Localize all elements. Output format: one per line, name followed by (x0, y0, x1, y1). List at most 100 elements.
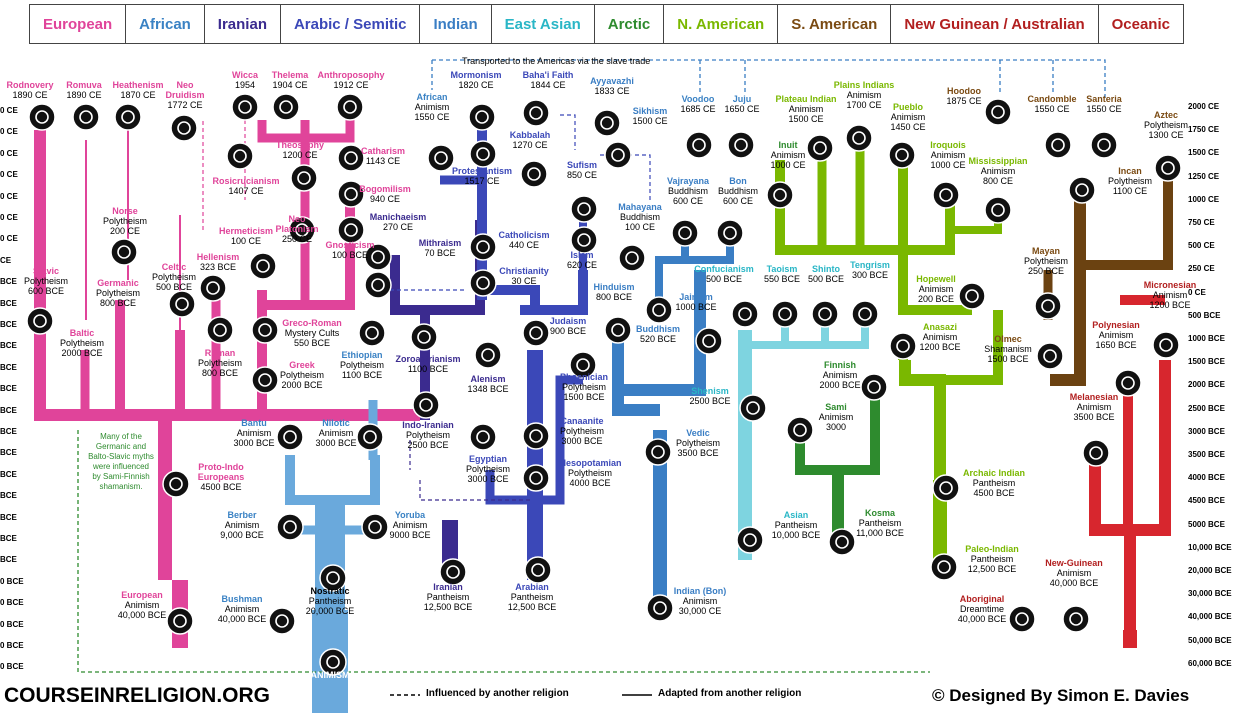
side-note: Many of the Germanic and Balto-Slavic my… (88, 432, 154, 491)
religion-detail: Polytheism 4000 BCE (567, 468, 612, 488)
religion-detail: 300 BCE (851, 270, 889, 280)
religion-name: African (416, 92, 448, 102)
symbol-mark (371, 278, 385, 292)
axis-tick-right: 500 CE (1188, 241, 1215, 251)
religion-detail: 1000 BCE (675, 302, 717, 312)
religion-symbol-icon (604, 316, 632, 344)
key-solid-label: Adapted from another religion (658, 688, 802, 699)
symbol-mark (813, 141, 827, 155)
religion-name: Theosophy (275, 140, 324, 150)
religion-symbol-icon (427, 144, 455, 172)
religion-symbol-icon (522, 422, 550, 450)
religion-detail: Animism 3000 BCE (315, 428, 357, 448)
axis-tick-left: BCE (0, 384, 17, 394)
religion-name: Aboriginal (959, 594, 1005, 604)
religion-name: Bogomilism (359, 184, 411, 194)
symbol-mark (1159, 338, 1173, 352)
religion-name: Baha'i Faith (522, 70, 574, 80)
religion-detail: Animism 1650 BCE (1095, 330, 1137, 350)
symbol-mark (476, 147, 490, 161)
solid-key-line (622, 694, 652, 696)
symbol-mark (283, 430, 297, 444)
religion-name: Candomble (1027, 94, 1077, 104)
legend-item: Indian (420, 5, 492, 43)
religion-name: Protestantism (451, 166, 513, 176)
religion-name: Shenism (691, 386, 729, 396)
religion-symbol-icon (469, 233, 497, 261)
symbol-mark (33, 314, 47, 328)
religion-symbol-icon (251, 366, 279, 394)
religion-detail: 1833 CE (594, 86, 630, 96)
religion-symbol-icon (356, 423, 384, 451)
axis-tick-left: BCE (0, 469, 17, 479)
symbol-mark (419, 398, 433, 412)
symbol-mark (1097, 138, 1111, 152)
religion-name: Catholicism (498, 230, 550, 240)
religion-name: Juju (732, 94, 752, 104)
religion-name: Vajrayana (666, 176, 710, 186)
religion-detail: Polytheism 2000 BCE (59, 338, 104, 358)
symbol-mark (991, 105, 1005, 119)
axis-tick-left: BCE (0, 427, 17, 436)
religion-detail: Animism 3000 BCE (233, 428, 275, 448)
religion-detail: Animism 3000 (818, 412, 854, 432)
religion-symbol-icon (888, 141, 916, 169)
religion-symbol-icon (469, 269, 497, 297)
symbol-mark (363, 430, 377, 444)
religion-symbol-icon (645, 296, 673, 324)
symbol-mark (702, 334, 716, 348)
religion-detail: 1650 CE (724, 104, 760, 114)
religion-detail: Polytheism 200 CE (102, 216, 147, 236)
religion-name: Romuva (66, 80, 102, 90)
symbol-mark (852, 131, 866, 145)
symbol-mark (35, 110, 49, 124)
religion-detail: 550 BCE (763, 274, 801, 284)
axis-tick-right: 2500 BCE (1188, 403, 1225, 413)
religion-name: Norse (112, 206, 138, 216)
religion-name: Taoism (766, 264, 798, 274)
religion-detail: Animism 1450 CE (890, 112, 926, 132)
religion-name: Sufism (566, 160, 597, 170)
credit: © Designed By Simon E. Davies (932, 686, 1190, 705)
religion-symbol-icon (845, 124, 873, 152)
religion-symbol-icon (231, 93, 259, 121)
axis-tick-right: 750 CE (1188, 218, 1215, 227)
symbol-mark (476, 430, 490, 444)
symbol-mark (1043, 349, 1057, 363)
symbol-mark (283, 520, 297, 534)
religion-symbol-icon (828, 528, 856, 556)
religion-symbol-icon (685, 131, 713, 159)
religion-name: Mormonism (450, 70, 502, 80)
symbol-mark (121, 110, 135, 124)
religion-detail: 500 BCE (807, 274, 845, 284)
religion-symbol-icon (251, 316, 279, 344)
religion-detail: Pantheism 12,500 BCE (423, 592, 473, 612)
religion-name: Canaanite (560, 416, 604, 426)
axis-tick-left: 0 BCE (0, 576, 24, 586)
axis-tick-right: 5000 BCE (1188, 519, 1225, 529)
slave-trade-note: Transported to the Americas via the slav… (462, 56, 651, 66)
religion-name: Tengrism (850, 260, 890, 270)
religion-name: Heathenism (112, 80, 164, 90)
religion-symbol-icon (412, 391, 440, 419)
religion-detail: 850 CE (566, 170, 598, 180)
religion-symbol-icon (249, 252, 277, 280)
